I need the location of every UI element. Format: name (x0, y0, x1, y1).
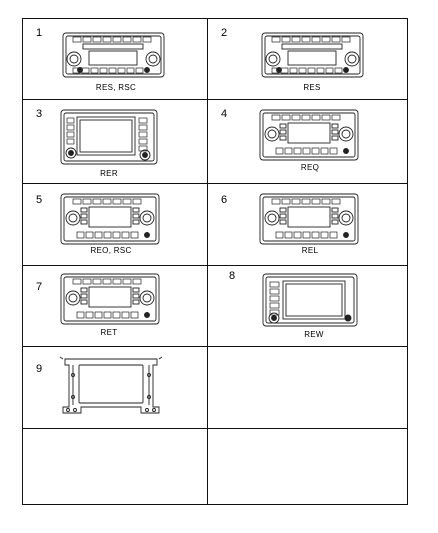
grid-divider-vertical (207, 19, 208, 504)
model-code-label: REQ (300, 163, 320, 172)
cell-2: 2 RES (208, 19, 407, 99)
radio-unit-illustration (60, 273, 160, 325)
model-code-label: RER (100, 169, 118, 178)
radio-unit-illustration (261, 32, 364, 78)
cell-6: 6 REL (208, 184, 407, 265)
grid-divider-row-5 (23, 428, 407, 429)
cell-4: 4 REQ (208, 100, 407, 183)
callout-number: 5 (36, 194, 43, 206)
cell-11-empty (23, 429, 207, 504)
model-code-label: REL (301, 246, 319, 255)
model-code-label: REO, RSC (90, 246, 132, 255)
radio-unit-illustration (259, 193, 359, 245)
model-code-label: RES (303, 83, 321, 92)
cell-9: 9 (23, 347, 207, 428)
cell-7: 7 RET (23, 266, 207, 346)
parts-illustration-grid: 1 RES, RSC 2 (22, 18, 408, 505)
cell-5: 5 REO, RSC (23, 184, 207, 265)
grid-divider-row-4 (23, 346, 407, 347)
cell-10-empty (208, 347, 407, 428)
callout-number: 9 (36, 363, 43, 375)
model-code-label: RET (100, 328, 118, 337)
radio-unit-illustration (60, 193, 160, 245)
radio-unit-illustration (262, 273, 358, 327)
mounting-bracket-illustration (59, 356, 163, 414)
callout-number: 3 (36, 108, 43, 120)
cell-12-empty (208, 429, 407, 504)
radio-unit-illustration (60, 109, 158, 165)
callout-number: 7 (36, 281, 43, 293)
callout-number: 8 (229, 270, 236, 282)
cell-8: 8 REW (208, 266, 407, 346)
cell-3: 3 RER (23, 100, 207, 183)
grid-divider-row-1 (23, 99, 407, 100)
radio-unit-illustration (62, 32, 165, 78)
model-code-label: RES, RSC (95, 83, 137, 92)
callout-number: 2 (221, 27, 228, 39)
cell-1: 1 RES, RSC (23, 19, 207, 99)
model-code-label: REW (304, 330, 324, 339)
callout-number: 1 (36, 27, 43, 39)
radio-unit-illustration (259, 109, 359, 161)
grid-divider-row-2 (23, 183, 407, 184)
callout-number: 6 (221, 194, 228, 206)
callout-number: 4 (221, 108, 228, 120)
grid-divider-row-3 (23, 265, 407, 266)
